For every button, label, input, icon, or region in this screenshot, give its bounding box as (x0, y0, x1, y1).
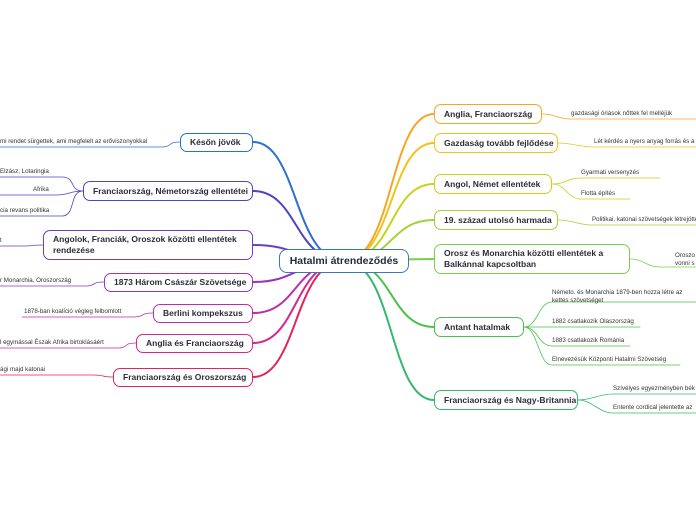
leaf-t: t (0, 237, 2, 244)
topic-franciaorszag-nemetorszag[interactable]: Franciaország, Németország ellentétei (83, 181, 253, 201)
leaf-line-right-2-1 (551, 183, 631, 200)
leaf-line-left-1-2 (0, 190, 84, 217)
leaf-romania: 1883 csatlakozik Románia (552, 337, 625, 344)
leaf-line-left-5-0 (0, 342, 137, 349)
leaf-entente-cordical: Entente cordical jelentette az (613, 404, 693, 411)
leaf-kettes-szovetseg: Németo. és Monarchia 1879-ben hozza létr… (552, 289, 683, 305)
leaf-koalicio-felbomlott: 1878-ban koalíció végleg felbomlott (24, 308, 122, 315)
branch-left-0 (252, 141, 345, 262)
leaf-line-right-3-0 (557, 219, 696, 226)
topic-19-szazad-utolso-harmada[interactable]: 19. század utolsó harmada (434, 210, 558, 230)
leaf-line-right-6-1 (577, 399, 696, 414)
leaf-gyarmati-versenyzes: Gyarmati versenyzés (581, 169, 640, 176)
leaf-line-left-6-0 (0, 374, 114, 378)
leaf-line-left-0-0 (0, 141, 181, 148)
leaf-kozponti-hatalmi: Elnevezésük Központi Hatalmi Szövetség (552, 356, 667, 363)
leaf-szivelyes-egyezmeny: Szívélyes egyezményben bék (613, 385, 695, 392)
branch-left-6 (252, 260, 345, 378)
topic-harom-csaszar-szovetseg[interactable]: 1873 Három Császár Szövetsége (104, 273, 253, 292)
topic-anglia-es-franciaorszag[interactable]: Anglia és Franciaország (136, 334, 253, 353)
leaf-line-right-4-0 (629, 258, 696, 268)
leaf-oroszo-vonni: Oroszo vonni s (675, 252, 695, 268)
leaf-line-right-2-0 (551, 177, 661, 185)
leaf-elzasz-lotaringia: Elzász, Lotaringia (0, 168, 49, 175)
topic-berlini-kompekszus[interactable]: Berlini kompekszus (153, 304, 253, 323)
topic-angol-francia-orosz-ellentetek[interactable]: Angolok, Franciák, Oroszok közötti ellen… (43, 230, 253, 260)
branch-left-5 (252, 260, 345, 344)
topic-keson-jovok[interactable]: Későn jövők (180, 133, 253, 152)
leaf-gazdasagi-oriasok: gazdasági óriások nőttek fel melléjük (571, 110, 673, 117)
leaf-line-left-2-0 (0, 244, 44, 247)
leaf-let-kerdes: Lét kérdés a nyers anyag forrás és a (594, 138, 695, 145)
leaf-line-right-0-0 (541, 113, 696, 120)
leaf-flotta-epites: Flotta építés (581, 190, 616, 197)
leaf-rendet-surgettek: mi rendet sürgettek, ami megfelelt az er… (0, 138, 148, 145)
topic-franciaorszag-es-oroszorszag[interactable]: Franciaország és Oroszország (113, 368, 253, 387)
topic-orosz-monarchia-balkan[interactable]: Orosz és Monarchia közötti ellentétek a … (434, 244, 630, 274)
topic-anglia-franciaorszag[interactable]: Anglia, Franciaország (434, 104, 542, 124)
leaf-line-right-1-0 (557, 142, 696, 148)
topic-gazdasag-fejlodese[interactable]: Gazdaság tovább fejlődése (434, 133, 558, 153)
central-topic[interactable]: Hatalmi átrendeződés (279, 249, 409, 273)
topic-franciaorszag-nagy-britannia[interactable]: Franciaország és Nagy-Britannia (434, 390, 578, 410)
leaf-olaszorszag: 1882 csatlakozik Olaszország (552, 318, 634, 325)
leaf-politikai-katonai: Politikai, katonai szövetségek létrejött… (592, 216, 696, 223)
leaf-line-right-5-0 (523, 301, 696, 328)
topic-angol-nemet-ellentetek[interactable]: Angol, Német ellentétek (434, 174, 552, 194)
leaf-monarchia-oroszorszag: r Monarchia, Oroszország (0, 277, 72, 284)
leaf-revans-politika: cia revans politika (0, 207, 50, 214)
leaf-line-left-3-0 (0, 281, 105, 287)
leaf-line-right-5-3 (523, 326, 681, 366)
leaf-majd-katonai: ági majd katonai (0, 366, 46, 373)
topic-antant-hatalmak[interactable]: Antant hatalmak (434, 317, 524, 337)
leaf-line-right-6-0 (577, 393, 696, 401)
leaf-afrika: Afrika (33, 186, 49, 193)
leaf-eszak-afrika: l egymással Észak Afrika birtoklásáért (0, 339, 104, 346)
leaf-line-left-1-1 (0, 190, 84, 196)
leaf-line-left-4-0 (21, 312, 154, 318)
leaf-line-left-1-0 (0, 176, 84, 192)
branch-right-6 (343, 260, 435, 401)
